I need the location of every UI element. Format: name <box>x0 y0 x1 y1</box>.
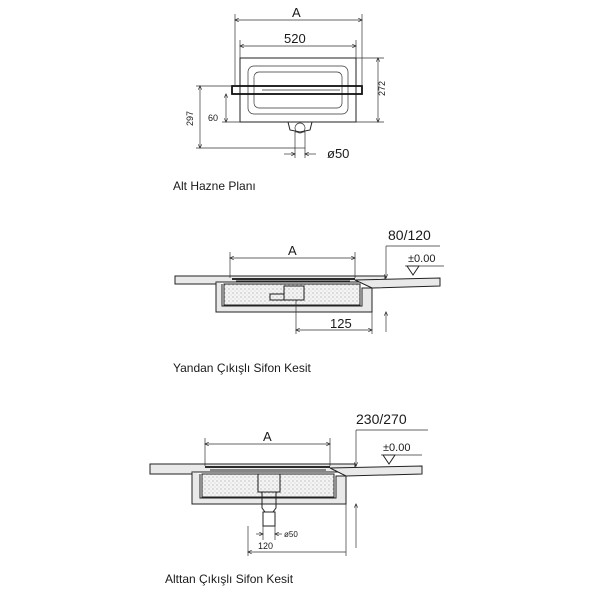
bottom-siphon <box>257 473 281 493</box>
plan-outlet-pipe <box>294 131 306 149</box>
plan-siphon <box>287 121 313 133</box>
bottom-floor-slab-right <box>329 465 423 477</box>
bottom-level-marker <box>382 454 396 465</box>
plan-outer-frame <box>239 57 357 123</box>
side-dim-level: ±0.00 <box>408 253 435 265</box>
plan-grate-bar <box>231 85 363 95</box>
side-floor-slab-right <box>354 277 441 289</box>
plan-inner-tray <box>247 65 349 115</box>
side-screed <box>223 283 361 306</box>
bottom-caption: Alttan Çıkışlı Sifon Kesit <box>165 572 294 586</box>
side-dim-height: 80/120 <box>388 227 431 243</box>
bottom-dim-level: ±0.00 <box>383 442 410 454</box>
bottom-outlet-section: A 230/270 ±0.00 ø50 120 Alttan Çıkışlı S… <box>149 411 428 586</box>
plan-dim-520: 520 <box>284 31 306 46</box>
plan-dim-297: 297 <box>185 111 195 126</box>
side-floor-slab-left <box>174 275 386 285</box>
side-siphon <box>283 285 305 301</box>
plan-dim-60: 60 <box>208 113 218 123</box>
plan-dim-a: A <box>292 5 301 20</box>
side-dim-outlet: 125 <box>330 316 352 331</box>
side-dim-a: A <box>288 243 297 258</box>
bottom-screed <box>201 473 335 498</box>
plan-dim-pipe: ø50 <box>327 146 349 161</box>
bottom-recess <box>191 472 347 505</box>
plan-caption: Alt Hazne Planı <box>173 179 256 193</box>
plan-view: A 520 272 297 60 ø50 Alt Hazne Planı <box>173 5 387 193</box>
bottom-dim-outlet: 120 <box>258 541 273 551</box>
bottom-dim-a: A <box>263 429 272 444</box>
plan-inner-tray-2 <box>253 71 343 109</box>
side-caption: Yandan Çıkışlı Sifon Kesit <box>173 361 312 375</box>
side-level-marker <box>406 265 420 276</box>
plan-dim-272: 272 <box>377 81 387 96</box>
bottom-dim-height: 230/270 <box>356 411 407 427</box>
bottom-dim-pipe: ø50 <box>284 530 298 539</box>
bottom-floor-slab-left <box>149 463 356 475</box>
side-outlet-section: A 80/120 ±0.00 125 Yandan Çıkışlı Sifon … <box>173 227 444 375</box>
bottom-outlet-pipe <box>262 511 276 527</box>
side-recess <box>215 282 373 313</box>
